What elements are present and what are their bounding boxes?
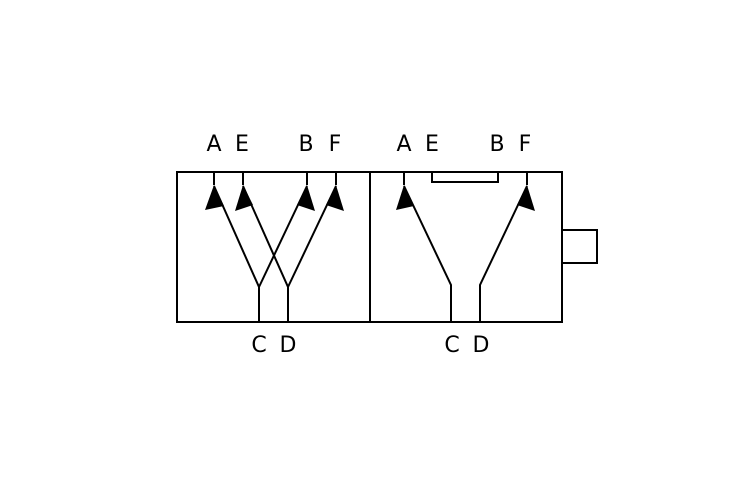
port-label-f: F bbox=[519, 132, 532, 157]
arrowheads bbox=[205, 185, 535, 211]
port-label-e: E bbox=[235, 132, 249, 157]
flow-d-e bbox=[242, 185, 289, 322]
port-label-b: B bbox=[298, 132, 313, 157]
arrow-head-icon bbox=[517, 185, 535, 211]
port-label-d: D bbox=[280, 333, 297, 358]
port-label-c: C bbox=[251, 333, 266, 358]
actuator bbox=[561, 229, 598, 264]
arrow-head-icon bbox=[396, 185, 414, 210]
right-position bbox=[403, 172, 528, 322]
arrow-head-icon bbox=[235, 185, 253, 211]
port-labels: A E B F C D A E B F C D bbox=[206, 132, 531, 358]
port-label-e: E bbox=[425, 132, 439, 157]
flow-d-f bbox=[479, 185, 528, 322]
port-label-d: D bbox=[473, 333, 490, 358]
port-label-a: A bbox=[396, 132, 411, 157]
arrow-head-icon bbox=[297, 185, 315, 211]
left-position bbox=[213, 172, 337, 322]
port-label-b: B bbox=[489, 132, 504, 157]
e-b-connection bbox=[431, 172, 499, 183]
arrow-head-icon bbox=[326, 185, 344, 211]
arrow-head-icon bbox=[205, 185, 224, 210]
port-label-a: A bbox=[206, 132, 221, 157]
port-label-f: F bbox=[329, 132, 342, 157]
port-label-c: C bbox=[444, 333, 459, 358]
flow-c-a bbox=[403, 185, 452, 322]
